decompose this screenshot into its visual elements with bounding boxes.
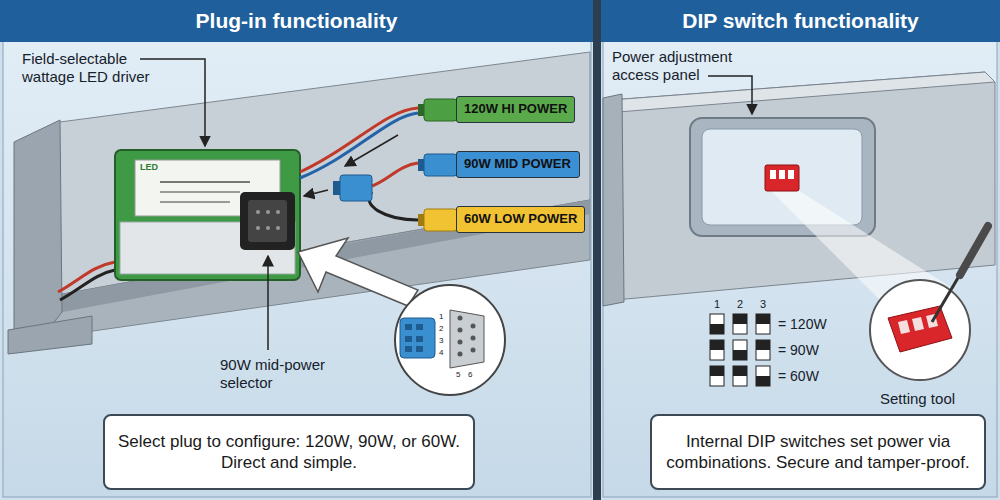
caption-box: Internal DIP switches set power via comb…	[650, 414, 986, 490]
access-panel	[690, 118, 955, 300]
switch-number: 2	[737, 298, 743, 311]
right-panel-ground	[603, 4, 997, 497]
caption-box: Select plug to configure: 120W, 90W, or …	[103, 414, 475, 490]
wattage-setting: = 90W	[778, 342, 819, 359]
wattage-setting: = 60W	[778, 368, 819, 385]
part-label: 90W mid-power selector	[220, 356, 355, 392]
left-panel-ground	[3, 4, 591, 497]
led-driver	[58, 150, 300, 300]
magnified-connector	[395, 285, 505, 395]
divider	[593, 0, 601, 500]
part-label: Power adjustment access panel	[612, 48, 762, 84]
fixture-housing	[603, 72, 995, 306]
leader-line	[140, 59, 205, 146]
leader-line	[267, 256, 269, 350]
plug-text: 60W LOW POWER	[464, 207, 577, 231]
plug-text: 120W HI POWER	[464, 97, 567, 121]
pin-number: 2	[439, 324, 443, 334]
magnified-dip	[870, 226, 988, 380]
plug-set	[300, 99, 457, 231]
panel-heading: Plug-in functionality	[0, 0, 593, 42]
part-label: Field-selectable wattage LED driver	[22, 50, 172, 86]
switch-number: 1	[714, 298, 720, 311]
driver-marking: LED	[140, 162, 158, 173]
wattage-setting: = 120W	[778, 316, 827, 333]
caption-text: Internal DIP switches set power via comb…	[664, 431, 972, 473]
insert-arrow	[298, 238, 418, 306]
power-plug-label: 60W LOW POWER	[456, 206, 585, 233]
caption-text: Select plug to configure: 120W, 90W, or …	[117, 431, 461, 473]
dip-setting-table	[710, 314, 770, 386]
plug-text: 90W MID POWER	[464, 152, 572, 176]
switch-number: 3	[760, 298, 766, 311]
power-plug-label: 120W HI POWER	[456, 96, 575, 123]
panel-heading: DIP switch functionality	[601, 0, 1000, 42]
part-label: Setting tool	[880, 390, 955, 408]
pin-number: 6	[468, 370, 472, 380]
pin-number: 5	[456, 370, 460, 380]
leader-line	[708, 76, 752, 114]
pin-number: 3	[439, 336, 443, 346]
pin-number: 4	[439, 348, 443, 358]
power-plug-label: 90W MID POWER	[456, 151, 580, 178]
pin-number: 1	[439, 312, 443, 322]
fixture-housing	[8, 52, 590, 354]
